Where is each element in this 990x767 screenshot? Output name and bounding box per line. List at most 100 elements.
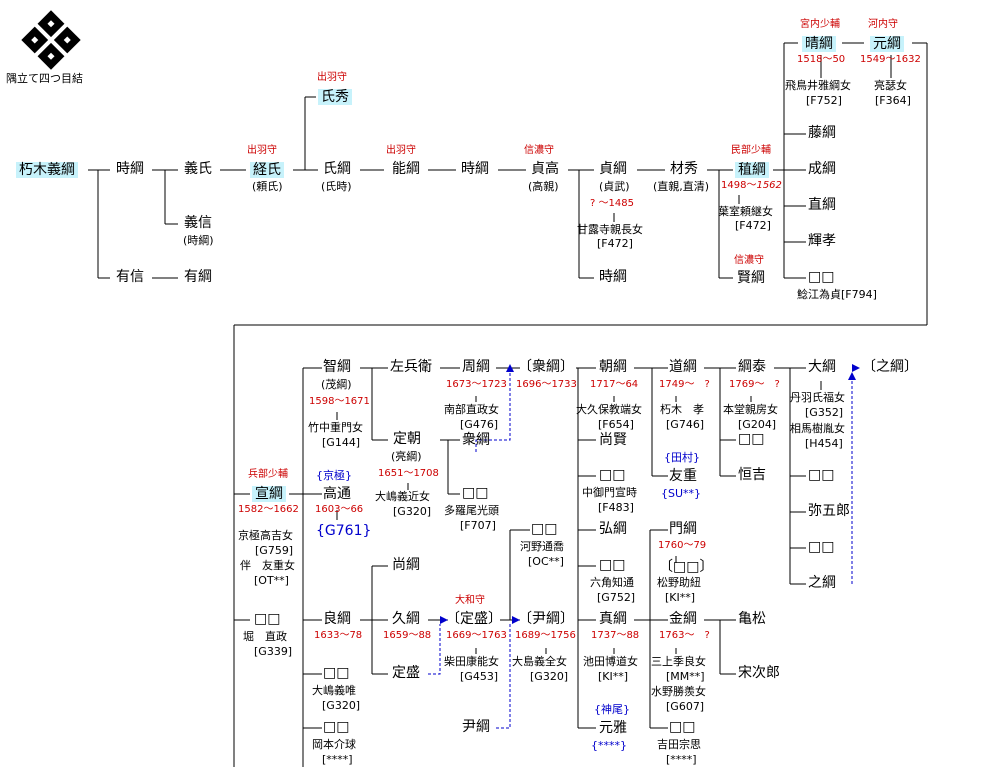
- ref-kanetsuna-wife1[interactable]: [MM**]: [666, 670, 705, 683]
- node-unknown-daughter[interactable]: □□: [808, 269, 835, 285]
- ref-michitsuna-wife[interactable]: [G746]: [666, 418, 705, 431]
- ref-kawano[interactable]: [OC**]: [528, 555, 564, 568]
- node-itsuna[interactable]: 〔尹綱〕: [518, 611, 574, 627]
- node-hisakata[interactable]: 尚賢: [599, 432, 627, 448]
- node-tomoshige[interactable]: 友重: [669, 468, 697, 484]
- node-asatsuna[interactable]: 朝綱: [599, 359, 627, 375]
- husband-unknown-daughter[interactable]: 鯰江為貞[F794]: [797, 288, 877, 301]
- ref-tomotsuna-wife[interactable]: [G144]: [322, 436, 361, 449]
- ref-asatsuna-wife[interactable]: [F654]: [598, 418, 634, 431]
- ref-nobutsuna-wife1[interactable]: [G759]: [255, 544, 294, 557]
- node-hisatsuna[interactable]: 久綱: [392, 611, 420, 627]
- node-tokitsuna-3[interactable]: 時綱: [599, 269, 627, 285]
- node-matsuna[interactable]: 真綱: [599, 611, 627, 627]
- ref-motomasa[interactable]: {****}: [591, 739, 627, 752]
- node-shigetsuna[interactable]: 成綱: [808, 161, 836, 177]
- node-aritsuna[interactable]: 有綱: [184, 269, 212, 285]
- ref-chikatsuna-wife[interactable]: [G476]: [460, 418, 499, 431]
- node-motomasa[interactable]: 元雅: [599, 720, 627, 736]
- node-chikatsuna[interactable]: 周綱: [462, 359, 490, 375]
- node-tokitsuna[interactable]: 時綱: [116, 161, 144, 177]
- node-kamematsu[interactable]: 亀松: [738, 611, 766, 627]
- ref-sadamori-wife[interactable]: [G453]: [460, 670, 499, 683]
- node-kutsuki-yoshitsuna[interactable]: 朽木義綱: [16, 162, 78, 178]
- node-itsuna-birth[interactable]: 尹綱: [462, 719, 490, 735]
- node-unknown-4[interactable]: □□: [599, 467, 626, 483]
- ref-tomoshige[interactable]: {SU**}: [661, 487, 702, 500]
- node-ujihide[interactable]: 氏秀: [318, 89, 352, 105]
- node-unknown-5[interactable]: □□: [599, 557, 626, 573]
- node-tsuneuji[interactable]: 経氏: [250, 162, 284, 178]
- node-naotsuna-2[interactable]: 尚綱: [392, 557, 420, 573]
- ref-sadatsuna-wife[interactable]: [F472]: [597, 237, 633, 250]
- node-shutsuna[interactable]: 〔衆綱〕: [518, 359, 574, 375]
- ref-harutsuna-wife[interactable]: [F752]: [806, 94, 842, 107]
- ref-unknown-3[interactable]: [F707]: [460, 519, 496, 532]
- node-sadatomo[interactable]: 定朝: [393, 431, 421, 447]
- node-montsuna[interactable]: 門綱: [669, 521, 697, 537]
- node-unknown-6[interactable]: □□: [738, 431, 765, 447]
- node-montsuna-2[interactable]: 〔□□〕: [659, 559, 714, 575]
- node-nobutsuna[interactable]: 宣綱: [252, 486, 286, 502]
- node-yukitsuna-birth[interactable]: 之綱: [808, 575, 836, 591]
- ref-sadatomo-wife[interactable]: [G320]: [393, 505, 432, 518]
- node-sadataka[interactable]: 貞高: [531, 161, 559, 177]
- node-unknown-2[interactable]: □□: [254, 611, 281, 627]
- node-unknown-9[interactable]: □□: [669, 719, 696, 735]
- node-arinobu[interactable]: 有信: [116, 269, 144, 285]
- node-hirotsuna[interactable]: 弘綱: [599, 521, 627, 537]
- node-kanetsuna[interactable]: 金綱: [669, 611, 697, 627]
- node-tsuneyoshi[interactable]: 恒吉: [738, 467, 766, 483]
- node-yukitsuna[interactable]: 〔之綱〕: [862, 359, 918, 375]
- ref-unknown-11[interactable]: [****]: [322, 753, 353, 766]
- ref-takamichi[interactable]: {G761}: [316, 523, 372, 539]
- node-takamichi[interactable]: 高通: [323, 486, 351, 502]
- ref-matsuna-wife[interactable]: [KI**]: [598, 670, 629, 683]
- ref-ootsuna-wife1[interactable]: [G352]: [805, 406, 844, 419]
- node-unknown-7[interactable]: □□: [808, 467, 835, 483]
- node-yoshitsuna[interactable]: 能綱: [392, 161, 420, 177]
- ref-unknown-10[interactable]: [G320]: [322, 699, 361, 712]
- ref-unknown-9[interactable]: [****]: [666, 753, 697, 766]
- node-ujitsuna[interactable]: 氏綱: [323, 161, 351, 177]
- ref-tsunayasu-wife[interactable]: [G204]: [738, 418, 777, 431]
- node-sadamori-birth[interactable]: 定盛: [392, 665, 420, 681]
- ref-unknown-5[interactable]: [G752]: [597, 591, 636, 604]
- node-sojiro[interactable]: 宋次郎: [738, 665, 780, 681]
- node-shutsuna-birth[interactable]: 衆綱: [462, 432, 490, 448]
- node-kawano[interactable]: □□: [531, 521, 558, 537]
- node-sadatsuna[interactable]: 貞綱: [599, 161, 627, 177]
- node-sahyoe[interactable]: 左兵衛: [390, 359, 432, 375]
- ref-unknown-2[interactable]: [G339]: [254, 645, 293, 658]
- node-yoshitsuna-2[interactable]: 良綱: [323, 611, 351, 627]
- node-tokitsuna-2[interactable]: 時綱: [461, 161, 489, 177]
- node-yagoro[interactable]: 弥五郎: [808, 503, 850, 519]
- node-tanetsuna[interactable]: 稙綱: [735, 162, 769, 178]
- ref-nobutsuna-wife2[interactable]: [OT**]: [254, 574, 289, 587]
- node-zaishu[interactable]: 材秀: [670, 161, 698, 177]
- node-naotsuna[interactable]: 直綱: [808, 197, 836, 213]
- ref-montsuna-2[interactable]: [KI**]: [665, 591, 696, 604]
- ref-ootsuna-wife2[interactable]: [H454]: [805, 437, 843, 450]
- ref-kanetsuna-wife2[interactable]: [G607]: [666, 700, 705, 713]
- node-unknown-3[interactable]: □□: [462, 485, 489, 501]
- node-fujitsuna[interactable]: 藤綱: [808, 125, 836, 141]
- node-unknown-10[interactable]: □□: [323, 665, 350, 681]
- node-yoshinobu[interactable]: 義信: [184, 215, 212, 231]
- node-sadamori[interactable]: 〔定盛〕: [446, 611, 502, 627]
- ref-tanetsuna-wife[interactable]: [F472]: [735, 219, 771, 232]
- node-tsunayasu[interactable]: 綱泰: [738, 359, 766, 375]
- ref-itsuna-wife[interactable]: [G320]: [530, 670, 569, 683]
- ref-mototsuna-wife[interactable]: [F364]: [875, 94, 911, 107]
- node-harutsuna[interactable]: 晴綱: [802, 36, 836, 52]
- node-yoshiuji[interactable]: 義氏: [184, 161, 212, 177]
- node-michitsuna[interactable]: 道綱: [669, 359, 697, 375]
- node-unknown-8[interactable]: □□: [808, 539, 835, 555]
- node-mototsuna[interactable]: 元綱: [870, 36, 904, 52]
- node-tomotsuna[interactable]: 智綱: [323, 359, 351, 375]
- node-katatsuna[interactable]: 賢綱: [737, 270, 765, 286]
- node-ootsuna[interactable]: 大綱: [808, 359, 836, 375]
- ref-unknown-4[interactable]: [F483]: [598, 501, 634, 514]
- node-terutaka[interactable]: 輝孝: [808, 233, 836, 249]
- node-unknown-11[interactable]: □□: [323, 719, 350, 735]
